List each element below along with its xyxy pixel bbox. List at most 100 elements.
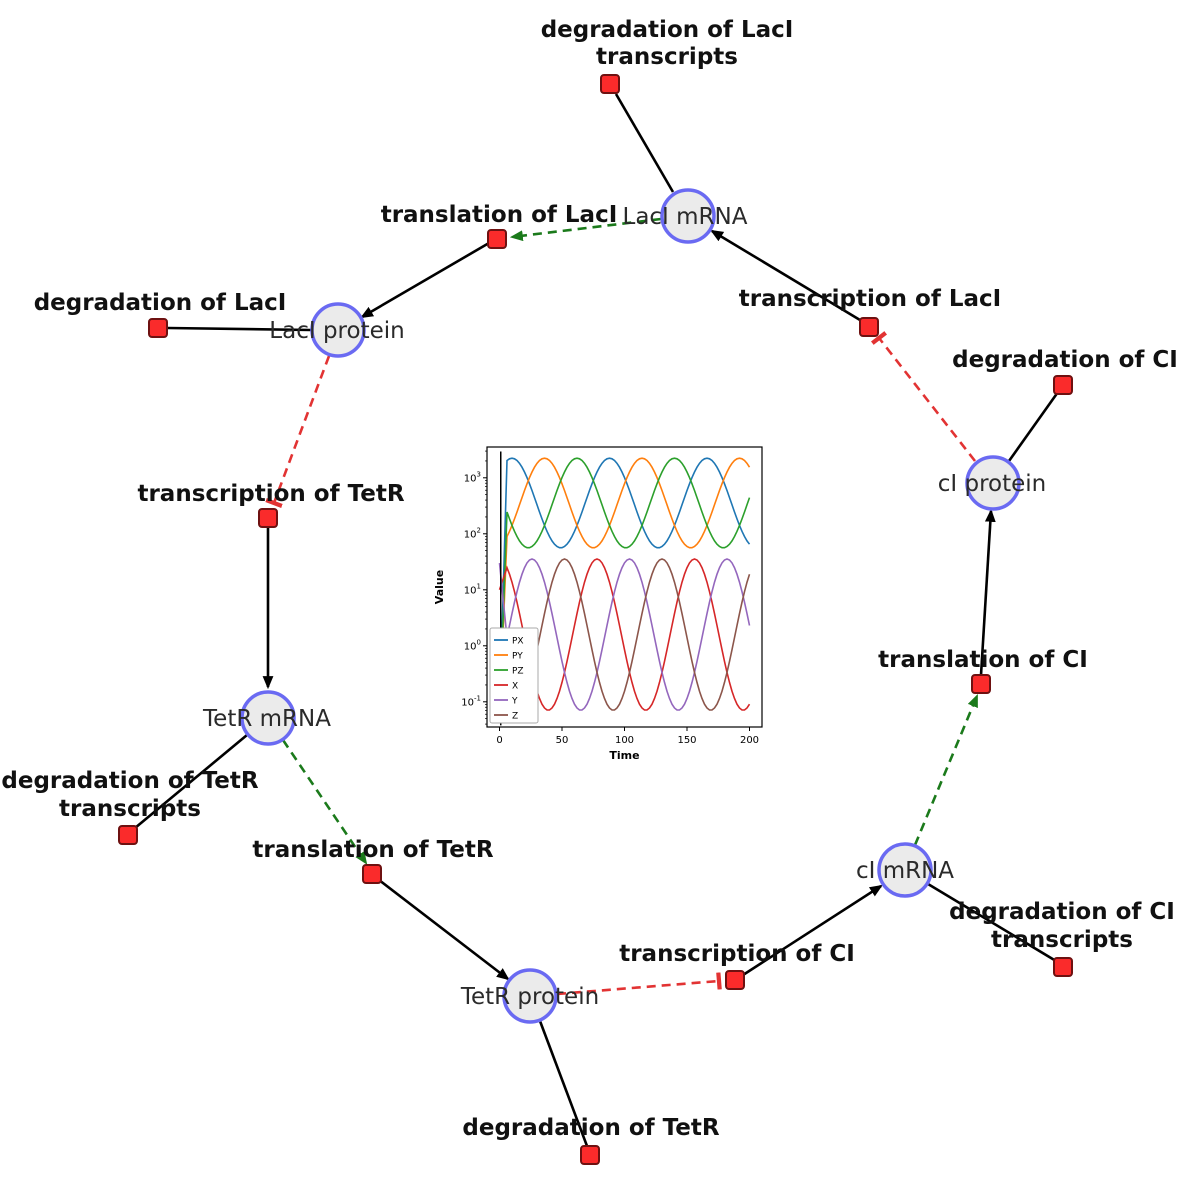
species-label: TetR protein (460, 984, 599, 1010)
reaction-node-degradation-tetr[interactable] (580, 1145, 600, 1165)
reaction-label: transcription of LacI (739, 286, 1002, 312)
reaction-label: degradation of TetR (462, 1115, 719, 1141)
x-tick-label: 50 (556, 735, 569, 746)
reaction-node-transcription-ci[interactable] (725, 970, 745, 990)
reaction-node-degradation-laci-transcripts[interactable] (600, 74, 620, 94)
species-nodes: LacI mRNA LacI protein TetR mRNA TetR pr… (202, 188, 1047, 1024)
species-laci-mrna: LacI mRNA (623, 188, 748, 244)
species-tetr-protein: TetR protein (460, 968, 599, 1024)
species-node-ci-protein[interactable] (965, 455, 1021, 511)
species-label: cI protein (938, 471, 1047, 497)
reaction-node-degradation-tetr-transcripts[interactable] (118, 825, 138, 845)
reaction-node-transcription-laci[interactable] (859, 317, 879, 337)
x-tick-label: 0 (496, 735, 502, 746)
reaction-node-transcription-tetr[interactable] (258, 508, 278, 528)
species-node-tetr-mrna[interactable] (240, 690, 296, 746)
legend-label-Z: Z (512, 712, 518, 722)
legend-label-PX: PX (512, 637, 524, 647)
edge-ci-mrna-to-degradation-transcripts (927, 882, 1057, 963)
reaction-degradation-laci: degradation of LacI (34, 290, 287, 338)
reaction-label-line1: degradation of CI (949, 899, 1175, 925)
species-label: LacI protein (269, 318, 404, 344)
edge-translation-tetr-to-tetr-protein (378, 878, 510, 981)
species-label: LacI mRNA (623, 204, 748, 230)
species-ci-mrna: cI mRNA (856, 842, 954, 898)
x-tick-label: 200 (740, 735, 759, 746)
edge-laci-mrna-to-degradation-transcripts (614, 93, 675, 193)
edge-laci-protein-to-degradation-laci (167, 326, 312, 332)
reaction-degradation-tetr: degradation of TetR (462, 1115, 720, 1165)
legend-label-Y: Y (511, 697, 518, 707)
species-node-tetr-protein[interactable] (502, 968, 558, 1024)
edge-activation-laci-mrna-to-translation (509, 217, 662, 242)
edge-inhibition-tetr-protein-to-transcription-ci (556, 972, 722, 996)
y-tick-label: 10-1 (461, 694, 481, 708)
reaction-label-line2: transcripts (991, 927, 1133, 953)
reaction-label: degradation of CI (952, 347, 1178, 373)
edge-ci-protein-to-degradation-ci (1007, 391, 1060, 462)
reaction-translation-ci: translation of CI (878, 647, 1088, 694)
y-tick-label: 100 (464, 638, 481, 652)
species-label: cI mRNA (856, 858, 954, 884)
reaction-label: translation of CI (878, 647, 1088, 673)
series-PZ (498, 457, 751, 719)
species-node-laci-mrna[interactable] (660, 188, 716, 244)
reaction-translation-laci: translation of LacI (381, 202, 618, 249)
y-tick-label: 103 (464, 470, 481, 484)
y-tick-label: 101 (464, 582, 481, 596)
species-tetr-mrna: TetR mRNA (202, 690, 331, 746)
reaction-node-translation-laci[interactable] (487, 229, 507, 249)
legend-label-PZ: PZ (512, 667, 524, 677)
edge-activation-ci-mrna-to-translation (913, 693, 979, 846)
x-tick-label: 150 (677, 735, 696, 746)
series-Y (498, 558, 751, 711)
reaction-degradation-ci: degradation of CI (952, 347, 1178, 395)
series-Z (498, 558, 751, 719)
reaction-transcription-laci: transcription of LacI (739, 286, 1002, 337)
reaction-label-line1: degradation of TetR (1, 768, 258, 794)
species-node-ci-mrna[interactable] (877, 842, 933, 898)
reaction-node-translation-tetr[interactable] (362, 864, 382, 884)
reaction-transcription-ci: transcription of CI (619, 941, 855, 990)
edge-translation-laci-to-laci-protein (360, 241, 490, 319)
series-PY (498, 457, 751, 719)
edge-activation-tetr-mrna-to-translation (281, 739, 368, 865)
reaction-label-line2: transcripts (596, 44, 738, 70)
reaction-label: translation of LacI (381, 202, 618, 228)
edge-inhibition-laci-protein-to-transcription-tetr (265, 355, 331, 508)
species-laci-protein: LacI protein (269, 302, 405, 358)
reaction-node-degradation-laci[interactable] (148, 318, 168, 338)
edge-transcription-laci-to-laci-mrna (710, 229, 861, 322)
y-axis-title: Value (433, 570, 446, 604)
species-label: TetR mRNA (202, 706, 331, 732)
x-tick-label: 100 (615, 735, 634, 746)
reaction-node-degradation-ci-transcripts[interactable] (1053, 957, 1073, 977)
edge-transcription-ci-to-ci-mrna (742, 884, 883, 977)
legend-label-X: X (512, 682, 518, 692)
reaction-label: transcription of TetR (137, 481, 404, 507)
reaction-node-degradation-ci[interactable] (1053, 375, 1073, 395)
reaction-translation-tetr: translation of TetR (252, 837, 494, 884)
edge-tetr-protein-to-degradation-tetr (538, 1020, 589, 1147)
reaction-label: translation of TetR (252, 837, 493, 863)
reaction-node-translation-ci[interactable] (971, 674, 991, 694)
edges (134, 93, 1060, 1147)
x-axis-title: Time (609, 749, 639, 762)
edge-inhibition-ci-protein-to-transcription-laci (870, 331, 977, 462)
series-X (498, 558, 751, 711)
reaction-transcription-tetr: transcription of TetR (137, 481, 405, 528)
reaction-label: degradation of LacI (34, 290, 287, 316)
species-node-laci-protein[interactable] (310, 302, 366, 358)
reaction-label: transcription of CI (619, 941, 855, 967)
edge-translation-ci-to-ci-protein (979, 508, 996, 676)
